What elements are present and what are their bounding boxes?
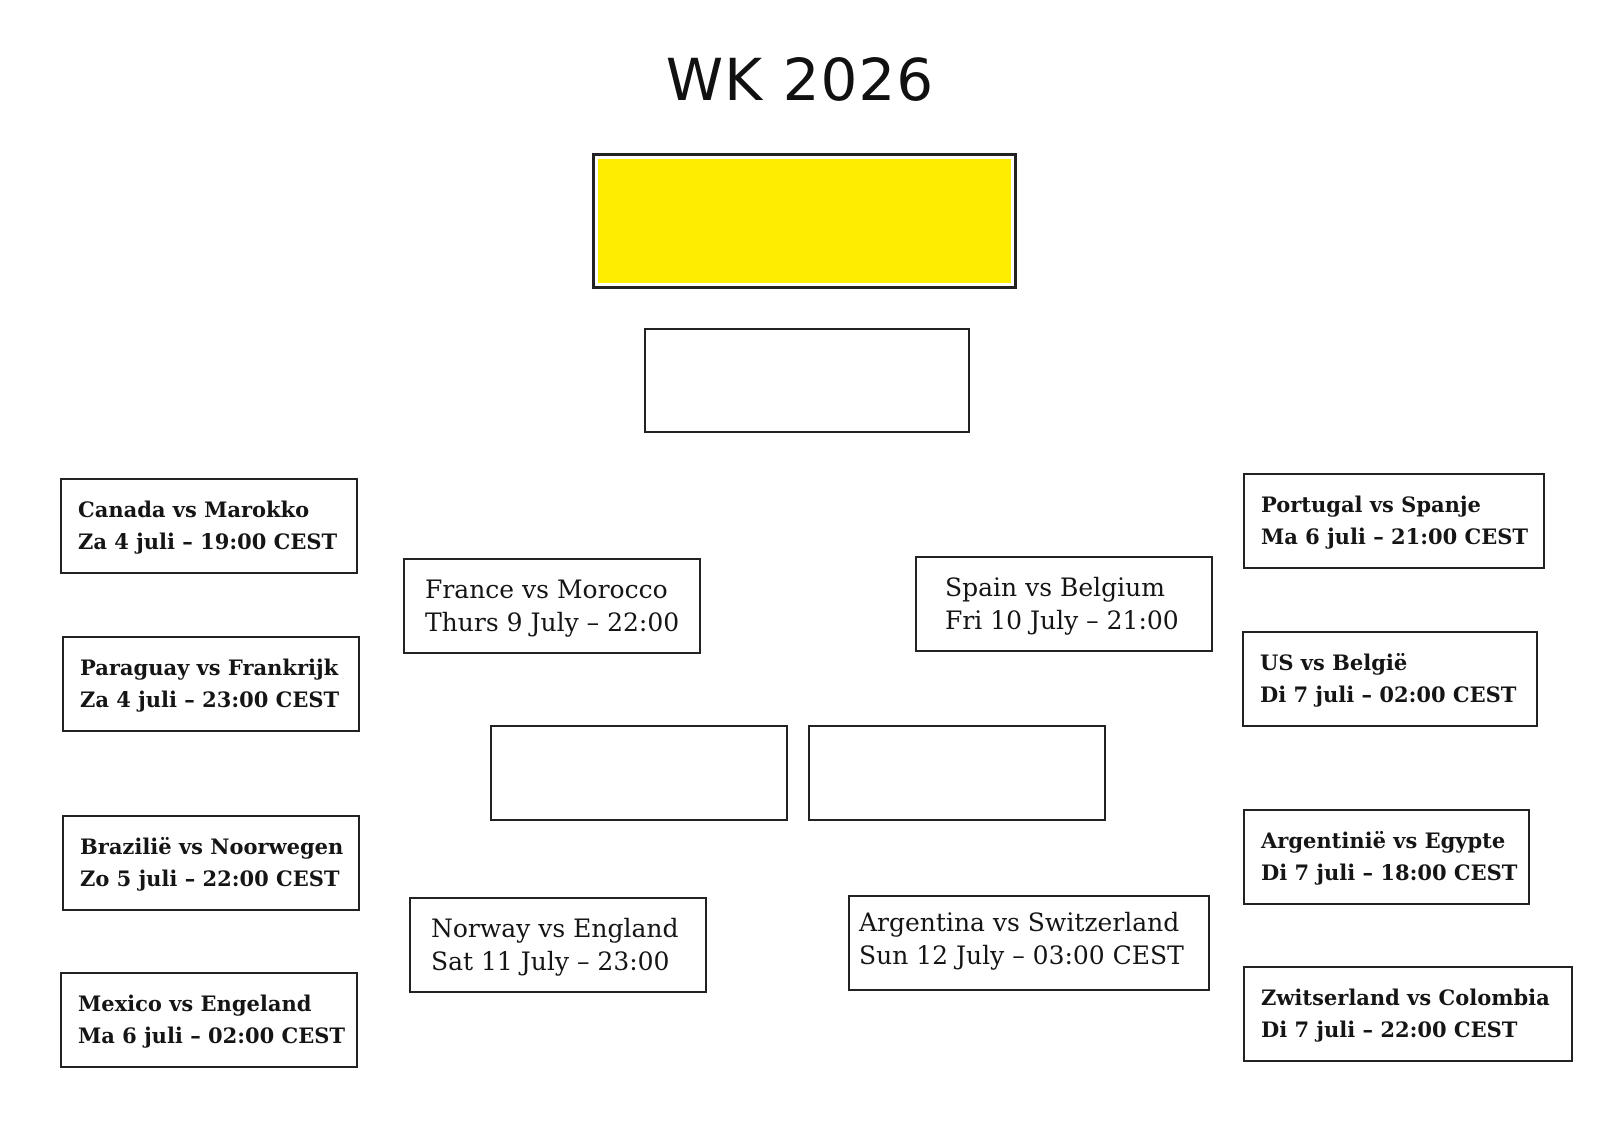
semifinal-right-box <box>808 725 1106 821</box>
third-place-match-box <box>644 328 970 433</box>
match-time: Za 4 juli – 19:00 CEST <box>78 529 338 554</box>
quarterfinal-match: France vs Morocco Thurs 9 July – 22:00 <box>403 558 701 654</box>
round-of-16-match: US vs België Di 7 juli – 02:00 CEST <box>1242 631 1538 727</box>
match-time: Di 7 juli – 02:00 CEST <box>1260 682 1517 707</box>
match-time: Fri 10 July – 21:00 <box>945 606 1179 635</box>
match-teams: Portugal vs Spanje <box>1261 492 1481 517</box>
match-time: Sat 11 July – 23:00 <box>431 947 670 976</box>
final-match-box <box>592 153 1017 289</box>
match-time: Ma 6 juli – 21:00 CEST <box>1261 524 1529 549</box>
round-of-16-match: Brazilië vs Noorwegen Zo 5 juli – 22:00 … <box>62 815 360 911</box>
round-of-16-match: Paraguay vs Frankrijk Za 4 juli – 23:00 … <box>62 636 360 732</box>
match-time: Za 4 juli – 23:00 CEST <box>80 687 340 712</box>
round-of-16-match: Portugal vs Spanje Ma 6 juli – 21:00 CES… <box>1243 473 1545 569</box>
match-time: Sun 12 July – 03:00 CEST <box>859 941 1184 970</box>
match-time: Ma 6 juli – 02:00 CEST <box>78 1023 346 1048</box>
match-teams: Mexico vs Engeland <box>78 991 312 1016</box>
quarterfinal-match: Spain vs Belgium Fri 10 July – 21:00 <box>915 556 1213 652</box>
round-of-16-match: Mexico vs Engeland Ma 6 juli – 02:00 CES… <box>60 972 358 1068</box>
match-teams: Argentinië vs Egypte <box>1261 828 1506 853</box>
match-teams: France vs Morocco <box>425 575 668 604</box>
match-teams: Argentina vs Switzerland <box>859 908 1180 937</box>
quarterfinal-match: Norway vs England Sat 11 July – 23:00 <box>409 897 707 993</box>
match-teams: Norway vs England <box>431 914 679 943</box>
round-of-16-match: Argentinië vs Egypte Di 7 juli – 18:00 C… <box>1243 809 1530 905</box>
match-teams: US vs België <box>1260 650 1408 675</box>
match-teams: Spain vs Belgium <box>945 573 1165 602</box>
round-of-16-match: Canada vs Marokko Za 4 juli – 19:00 CEST <box>60 478 358 574</box>
match-teams: Canada vs Marokko <box>78 497 310 522</box>
page-title: WK 2026 <box>665 46 935 114</box>
match-time: Di 7 juli – 22:00 CEST <box>1261 1017 1518 1042</box>
round-of-16-match: Zwitserland vs Colombia Di 7 juli – 22:0… <box>1243 966 1573 1062</box>
quarterfinal-match: Argentina vs Switzerland Sun 12 July – 0… <box>848 895 1210 991</box>
match-teams: Paraguay vs Frankrijk <box>80 655 339 680</box>
semifinal-left-box <box>490 725 788 821</box>
match-time: Di 7 juli – 18:00 CEST <box>1261 860 1518 885</box>
match-teams: Brazilië vs Noorwegen <box>80 834 344 859</box>
match-time: Thurs 9 July – 22:00 <box>425 608 680 637</box>
match-time: Zo 5 juli – 22:00 CEST <box>80 866 340 891</box>
final-highlight <box>598 159 1011 283</box>
match-teams: Zwitserland vs Colombia <box>1261 985 1550 1010</box>
